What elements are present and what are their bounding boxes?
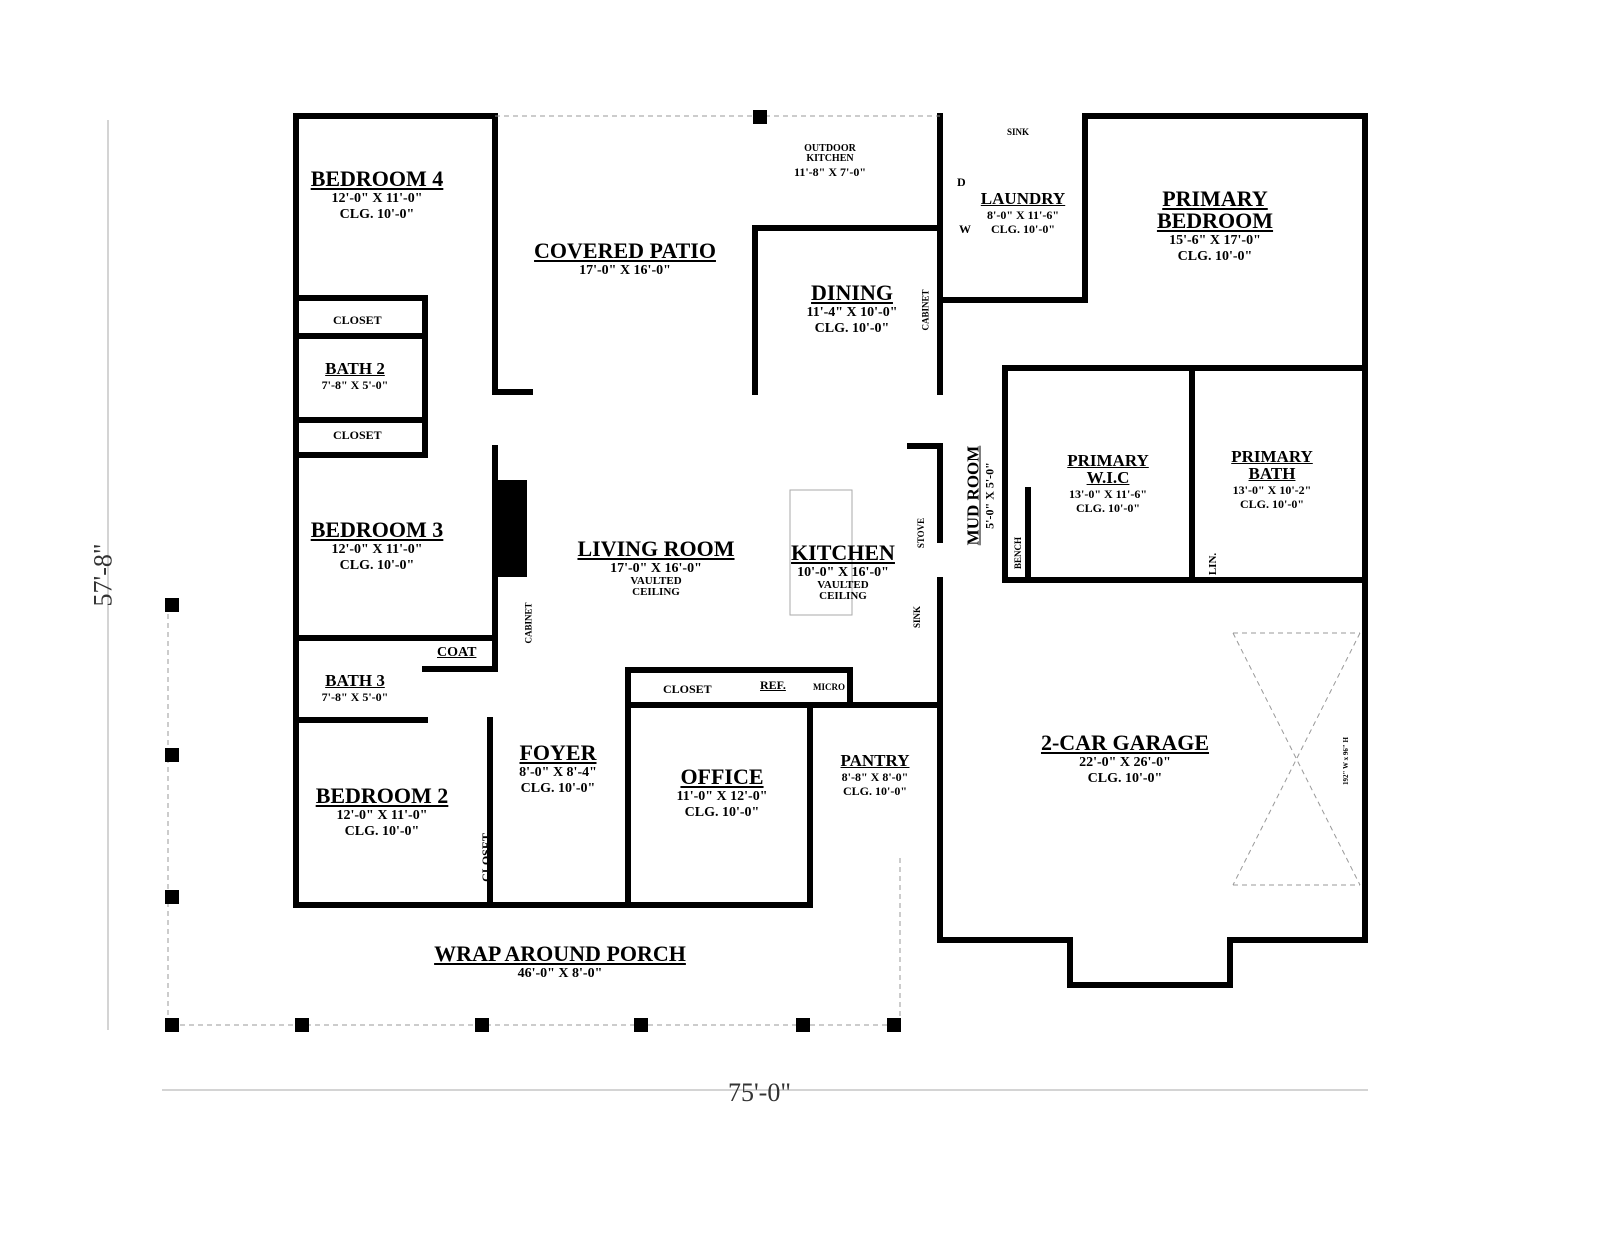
microwave-label: MICRO — [813, 682, 845, 692]
porch-post — [295, 1018, 309, 1032]
dryer-label: D — [957, 175, 966, 189]
wall — [752, 225, 943, 395]
laundry-sink: SINK — [1007, 127, 1030, 137]
fireplace-hearth — [497, 480, 527, 577]
closet-label: CLOSET — [663, 682, 712, 696]
linen-closet-label: LIN. — [1207, 552, 1220, 576]
washer-label: W — [959, 222, 971, 236]
porch-post — [165, 1018, 179, 1032]
porch-post — [634, 1018, 648, 1032]
depth-dimension: 57'-8" — [88, 543, 118, 607]
wall — [807, 702, 943, 908]
bench-label: BENCH — [1013, 536, 1024, 570]
refrigerator-label: REF. — [760, 678, 786, 692]
porch-post — [796, 1018, 810, 1032]
kitchen-sink: SINK — [912, 605, 923, 629]
wall — [293, 113, 813, 908]
garage-door-size: 192" W x 96" H — [1341, 737, 1350, 785]
wall — [293, 417, 428, 458]
cabinet-label: CABINET — [523, 602, 534, 644]
closet-label: CLOSET — [478, 833, 493, 882]
wall — [625, 667, 853, 708]
garage-door-swing — [1232, 632, 1361, 886]
closet-label: CLOSET — [333, 313, 382, 327]
wall — [907, 443, 943, 543]
width-dimension: 75'-0" — [728, 1078, 791, 1107]
porch-post — [165, 598, 179, 612]
wall — [293, 113, 498, 395]
cabinet-label: CABINET — [920, 289, 931, 331]
kitchen-island — [789, 489, 853, 616]
porch-outline — [167, 605, 901, 1026]
porch-post — [475, 1018, 489, 1032]
wall — [293, 295, 428, 339]
closet-label: CLOSET — [333, 428, 382, 442]
fireplace-label: FIREPLACE — [516, 503, 527, 557]
porch-post — [887, 1018, 901, 1032]
patio-post — [753, 110, 767, 124]
coat-closet-label: COAT — [437, 645, 477, 660]
wall — [1002, 365, 1368, 583]
stove: STOVE — [916, 517, 927, 549]
porch-post — [165, 748, 179, 762]
wall — [937, 113, 1368, 988]
porch-post — [165, 890, 179, 904]
